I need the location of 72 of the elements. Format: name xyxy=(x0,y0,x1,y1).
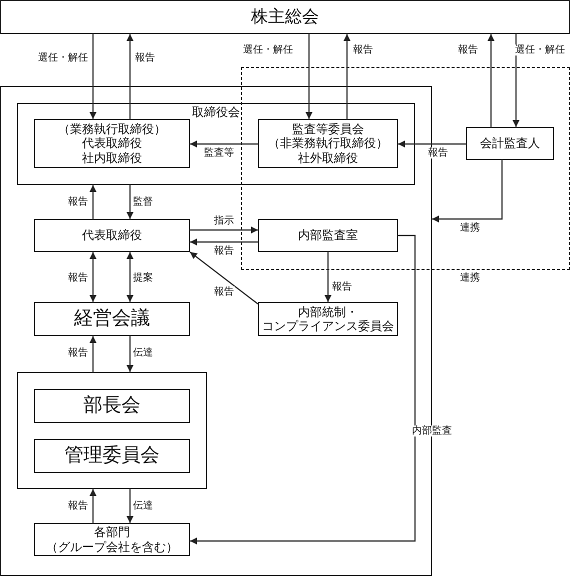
group-heading: 取締役会 xyxy=(192,105,240,120)
edge-label: 指示 xyxy=(213,216,235,226)
edge-label: 伝達 xyxy=(132,348,154,358)
arrow xyxy=(190,234,416,544)
node-text: 管理委員会 xyxy=(64,444,160,468)
edge-label: 報告 xyxy=(457,44,479,56)
node-text: （業務執行取締役） xyxy=(58,122,166,136)
arrow xyxy=(90,185,96,219)
node-text: 代表取締役 xyxy=(82,136,142,151)
arrow xyxy=(90,34,96,119)
edge-label: 報告 xyxy=(67,348,89,358)
arrow xyxy=(324,252,332,302)
double-arrow xyxy=(126,252,134,302)
node-text: 内部監査室 xyxy=(298,228,358,243)
edge-label: 連携 xyxy=(459,222,481,234)
node-text: 代表取締役 xyxy=(82,228,142,243)
arrow xyxy=(190,252,258,304)
node-text: 部長会 xyxy=(84,394,140,418)
process-box xyxy=(34,302,190,336)
arrow xyxy=(488,34,494,127)
arrow xyxy=(126,489,134,523)
process-box xyxy=(258,119,398,168)
beside-label: 連携 xyxy=(459,272,481,284)
arrow xyxy=(512,34,520,127)
node-text: 株主総会 xyxy=(251,6,319,28)
arrow xyxy=(126,34,134,119)
edge-label: 報告 xyxy=(134,52,156,64)
edge-label: 選任・解任 xyxy=(514,44,566,56)
arrow xyxy=(190,226,258,234)
edge-label: 内部監査 xyxy=(411,426,453,436)
edge-label: 報告 xyxy=(67,196,89,208)
process-box xyxy=(34,439,190,473)
edge-label: 監督 xyxy=(132,196,154,208)
arrow xyxy=(190,140,258,148)
node-text: 監査等委員会 xyxy=(292,122,364,136)
arrow xyxy=(90,336,96,372)
arrow xyxy=(126,185,134,219)
header-box xyxy=(0,0,570,34)
process-box xyxy=(34,523,190,556)
arrow xyxy=(126,336,134,372)
edge-label: 報告 xyxy=(427,148,449,158)
process-box xyxy=(258,219,398,252)
group-frame xyxy=(17,372,207,489)
double-arrow xyxy=(90,252,96,302)
edge-label: 選任・解任 xyxy=(37,52,89,64)
node-text: 社内取締役 xyxy=(82,150,142,166)
edge-label: 報告 xyxy=(67,500,89,512)
arrow xyxy=(344,34,350,119)
edge-label: 選任・解任 xyxy=(242,44,294,56)
process-box xyxy=(34,219,190,252)
node-text: 経営会議 xyxy=(74,308,150,330)
arrow xyxy=(432,160,503,222)
edge-label: 提案 xyxy=(132,272,154,284)
process-box xyxy=(34,119,190,168)
edge-label: 監査等 xyxy=(203,148,235,158)
node-text: 内部統制・コンプライアンス委員会 xyxy=(261,304,395,334)
edge-label: 伝達 xyxy=(132,500,154,512)
arrow xyxy=(398,140,466,148)
arrow xyxy=(306,34,312,119)
edge-label: 報告 xyxy=(213,246,235,256)
node-text: 各部門（グループ会社を含む） xyxy=(45,525,179,554)
process-box xyxy=(34,389,190,423)
edge-label: 報告 xyxy=(213,286,235,298)
edge-label: 報告 xyxy=(331,282,353,292)
arrow xyxy=(90,489,96,523)
edge-label: 報告 xyxy=(352,44,374,56)
node-text: 社外取締役 xyxy=(298,150,358,166)
process-box xyxy=(466,127,554,160)
node-text: 会計監査人 xyxy=(480,136,540,151)
arrow xyxy=(190,238,258,246)
node-text: （非業務執行取締役） xyxy=(268,136,388,151)
edge-label: 報告 xyxy=(67,272,89,284)
